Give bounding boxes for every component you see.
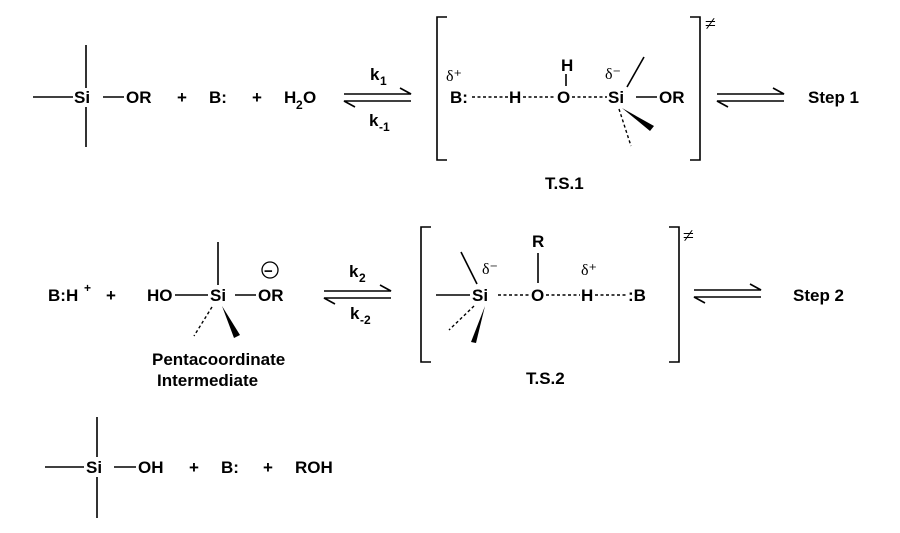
transition-state-1: ≠ δ⁺ B: H O H Si δ⁻ OR (436, 13, 716, 161)
si-label: Si (210, 286, 226, 305)
step-1-label: Step 1 (808, 88, 859, 107)
delta-plus-label: δ⁺ (581, 262, 597, 279)
plus-sign: + (263, 458, 273, 477)
si-label: Si (74, 88, 90, 107)
oxygen-label: O (531, 286, 544, 305)
water-h: H (284, 88, 296, 107)
hydrogen-label: H (509, 88, 521, 107)
plus-sign: + (189, 458, 199, 477)
right-bracket (669, 226, 680, 363)
base-label: B: (221, 458, 239, 477)
water-subscript: 2 (296, 98, 303, 112)
si-label: Si (608, 88, 624, 107)
ho-label: HO (147, 286, 173, 305)
r-group-label: R (532, 232, 544, 251)
wedge-bond (222, 306, 240, 338)
delta-plus-label: δ⁺ (446, 68, 462, 85)
or-label: OR (659, 88, 685, 107)
k-2-subscript: -2 (360, 313, 371, 327)
water-o: O (303, 88, 316, 107)
or-label: OR (258, 286, 284, 305)
wedge-bond (471, 306, 485, 343)
oh-label: OH (138, 458, 164, 477)
delta-minus-label: δ⁻ (605, 66, 621, 83)
k2-subscript: 2 (359, 271, 366, 285)
hydrogen-label: H (581, 286, 593, 305)
protonated-base: B:H + (48, 281, 91, 305)
left-bracket (420, 226, 431, 363)
water-molecule: H 2 O (284, 88, 316, 112)
k1-subscript: 1 (380, 74, 387, 88)
base-label: B: (209, 88, 227, 107)
alcohol-label: ROH (295, 458, 333, 477)
bh-label: B:H (48, 286, 78, 305)
negative-charge: − (264, 263, 273, 280)
wedge-bond (622, 108, 654, 131)
base-label: B: (450, 88, 468, 107)
k-letter: k (350, 304, 360, 323)
si-label: Si (472, 286, 488, 305)
equilibrium-arrow-k1: k 1 k -1 (343, 65, 412, 134)
plus-sign: + (177, 88, 187, 107)
ts1-label: T.S.1 (545, 174, 584, 193)
hydrogen-label: H (561, 56, 573, 75)
k-letter: k (349, 262, 359, 281)
ts2-label: T.S.2 (526, 369, 565, 388)
equilibrium-arrow-step-1 (716, 87, 785, 108)
step-2-label: Step 2 (793, 286, 844, 305)
pentacoordinate-label: Pentacoordinate (152, 350, 285, 369)
intermediate-label: Intermediate (157, 371, 258, 390)
plus-sign: + (106, 286, 116, 305)
negative-charge-circle (261, 261, 279, 279)
si-label: Si (86, 458, 102, 477)
k-letter: k (369, 111, 379, 130)
left-bracket (436, 16, 447, 161)
equilibrium-arrow-k2: k 2 k -2 (323, 262, 392, 327)
or-label: OR (126, 88, 152, 107)
oxygen-label: O (557, 88, 570, 107)
bh-charge: + (84, 281, 91, 295)
transition-state-mark: ≠ (705, 13, 716, 35)
k-letter: k (370, 65, 380, 84)
transition-state-mark: ≠ (683, 225, 694, 247)
k-1-subscript: -1 (379, 120, 390, 134)
plus-sign: + (252, 88, 262, 107)
delta-minus-label: δ⁻ (482, 261, 498, 278)
transition-state-2: ≠ Si δ⁻ O R H δ⁺ :B (420, 225, 694, 363)
base-label: :B (628, 286, 646, 305)
equilibrium-arrow-step-2 (693, 283, 762, 304)
trimethylsilyl-ether-reactant: Si OR (33, 45, 152, 147)
pentacoordinate-intermediate: HO Si OR − Pentacoordinate Intermediate (147, 242, 285, 390)
silanol-product: Si OH (45, 417, 164, 518)
right-bracket (690, 16, 701, 161)
